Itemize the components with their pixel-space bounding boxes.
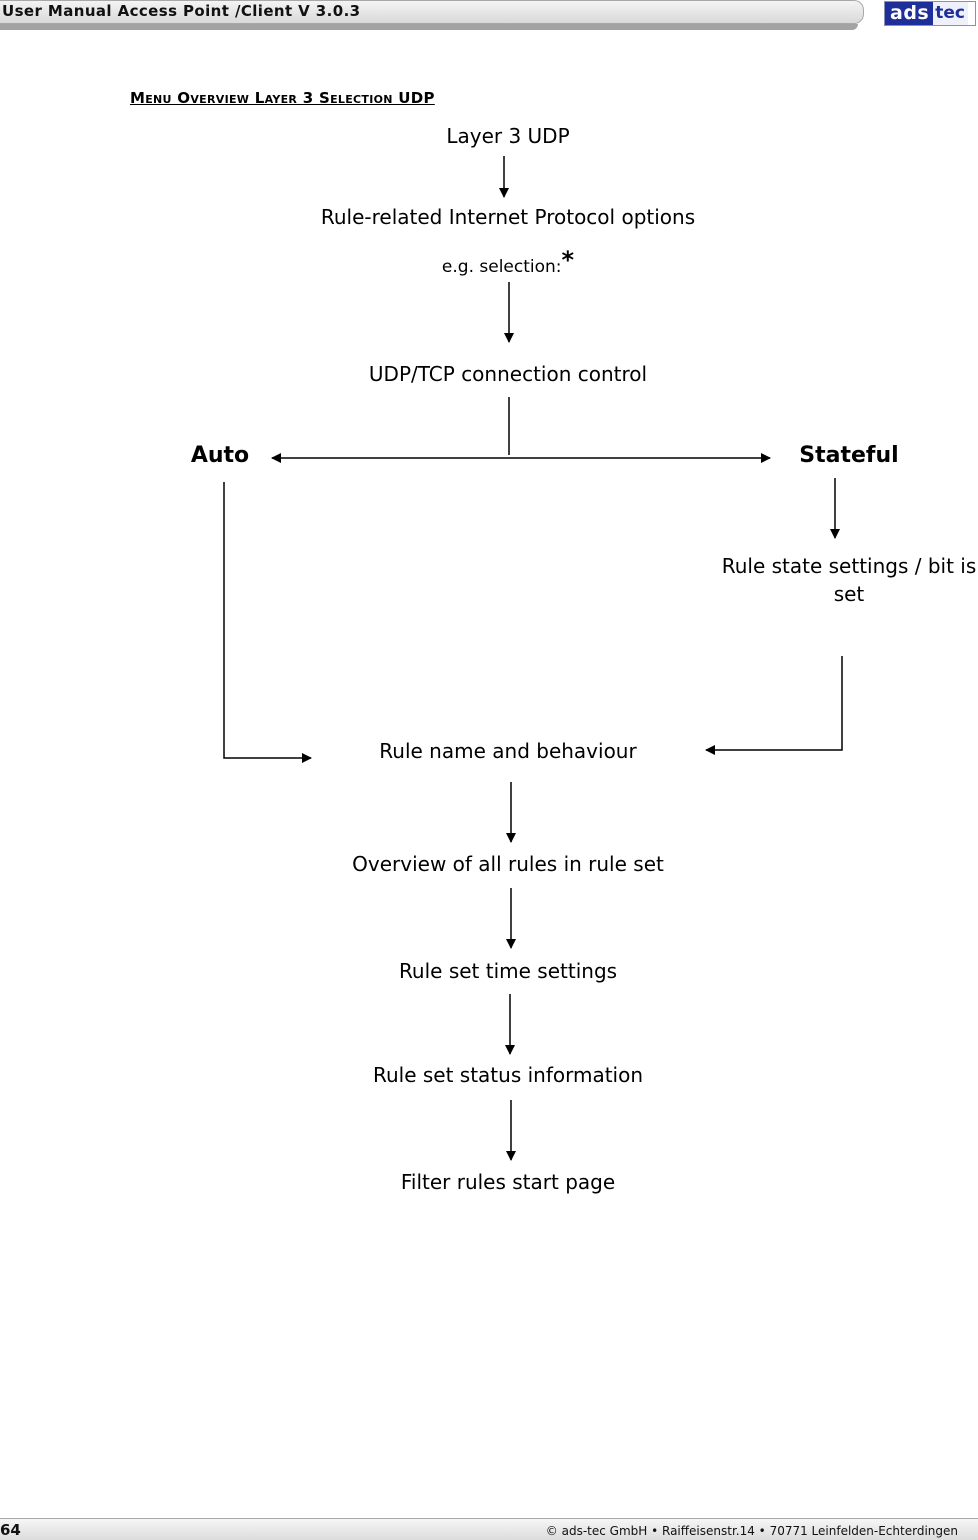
logo-ads-text: ads (885, 2, 934, 25)
arrow-state-settings-to-rule-name (705, 656, 843, 755)
node-selection-note: e.g. selection:* (442, 246, 574, 281)
header-shadow (0, 24, 858, 30)
section-heading: Menu Overview Layer 3 Selection UDP (130, 89, 435, 107)
header-bar (0, 0, 864, 24)
logo-tec-text: tec (933, 2, 968, 25)
arrow-auto-to-rule-name (223, 482, 312, 763)
node-time-settings: Rule set time settings (398, 959, 618, 983)
node-start-page: Filter rules start page (400, 1170, 616, 1194)
node-status-info: Rule set status information (372, 1063, 644, 1087)
node-state-settings: Rule state settings / bit is set (721, 554, 977, 606)
company-logo: ads tec (884, 1, 976, 26)
node-overview: Overview of all rules in rule set (352, 852, 664, 876)
node-rule-name: Rule name and behaviour (379, 739, 637, 763)
node-stateful: Stateful (799, 443, 899, 468)
node-ip-options: Rule-related Internet Protocol options (320, 205, 696, 229)
selection-note-text: e.g. selection: (441, 257, 562, 277)
page-number: 64 (0, 1521, 21, 1539)
footer-copyright: © ads-tec GmbH • Raiffeisenstr.14 • 7077… (545, 1524, 958, 1538)
node-layer3-udp: Layer 3 UDP (446, 124, 570, 148)
node-connection-control: UDP/TCP connection control (368, 362, 648, 386)
document-title: User Manual Access Point /Client V 3.0.3 (2, 2, 361, 20)
node-auto: Auto (190, 443, 250, 468)
selection-asterisk: * (561, 246, 575, 274)
footer-bar (0, 1518, 978, 1540)
